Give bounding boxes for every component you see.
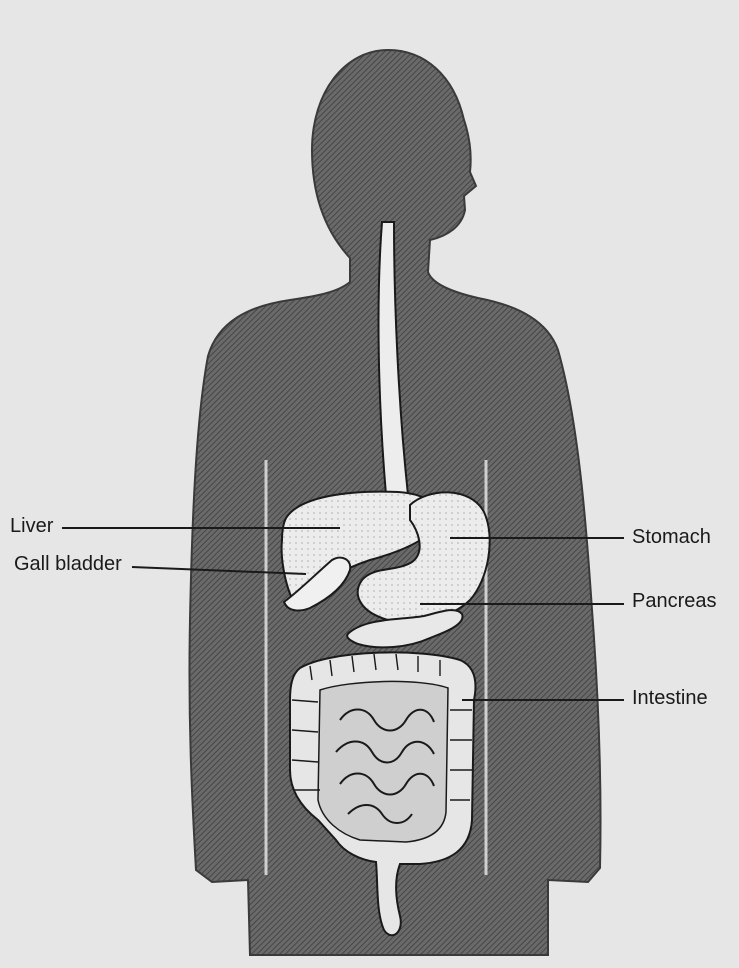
label-gall-bladder: Gall bladder	[14, 554, 122, 574]
label-intestine: Intestine	[632, 688, 708, 708]
label-pancreas: Pancreas	[632, 591, 717, 611]
label-stomach: Stomach	[632, 527, 711, 547]
label-liver: Liver	[10, 516, 53, 536]
